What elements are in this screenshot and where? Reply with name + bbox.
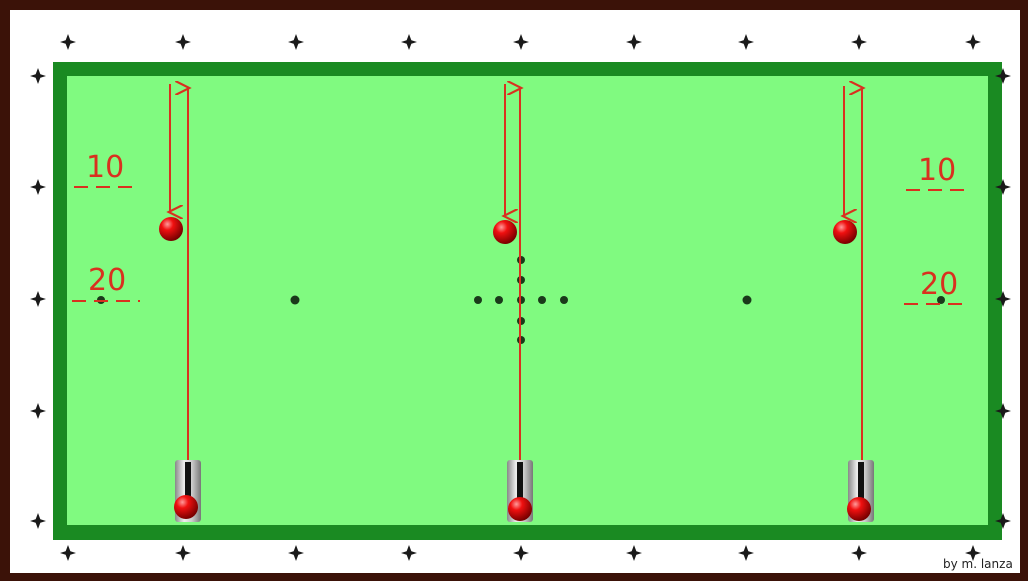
- spot-center-h-0: [474, 296, 482, 304]
- cue-ball-left: [174, 495, 198, 519]
- cue-right: [847, 460, 874, 522]
- cue-left: [174, 460, 201, 522]
- credit-text: by m. lanza: [943, 557, 1013, 571]
- cue-ball-center: [508, 497, 532, 521]
- spot-center-h-4: [560, 296, 568, 304]
- cue-center: [507, 460, 533, 522]
- label-right-20: 20: [920, 267, 958, 302]
- label-left-20: 20: [88, 263, 126, 298]
- spot-left: [291, 296, 300, 305]
- object-ball-left: [159, 217, 183, 241]
- spot-center-h-1: [495, 296, 503, 304]
- cue-ball-right: [847, 497, 871, 521]
- label-right-10: 10: [918, 153, 956, 188]
- spot-right: [743, 296, 752, 305]
- object-ball-right: [833, 220, 857, 244]
- label-left-10: 10: [86, 150, 124, 185]
- spot-center-h-3: [538, 296, 546, 304]
- table-cloth: [67, 76, 988, 525]
- object-ball-center: [493, 220, 517, 244]
